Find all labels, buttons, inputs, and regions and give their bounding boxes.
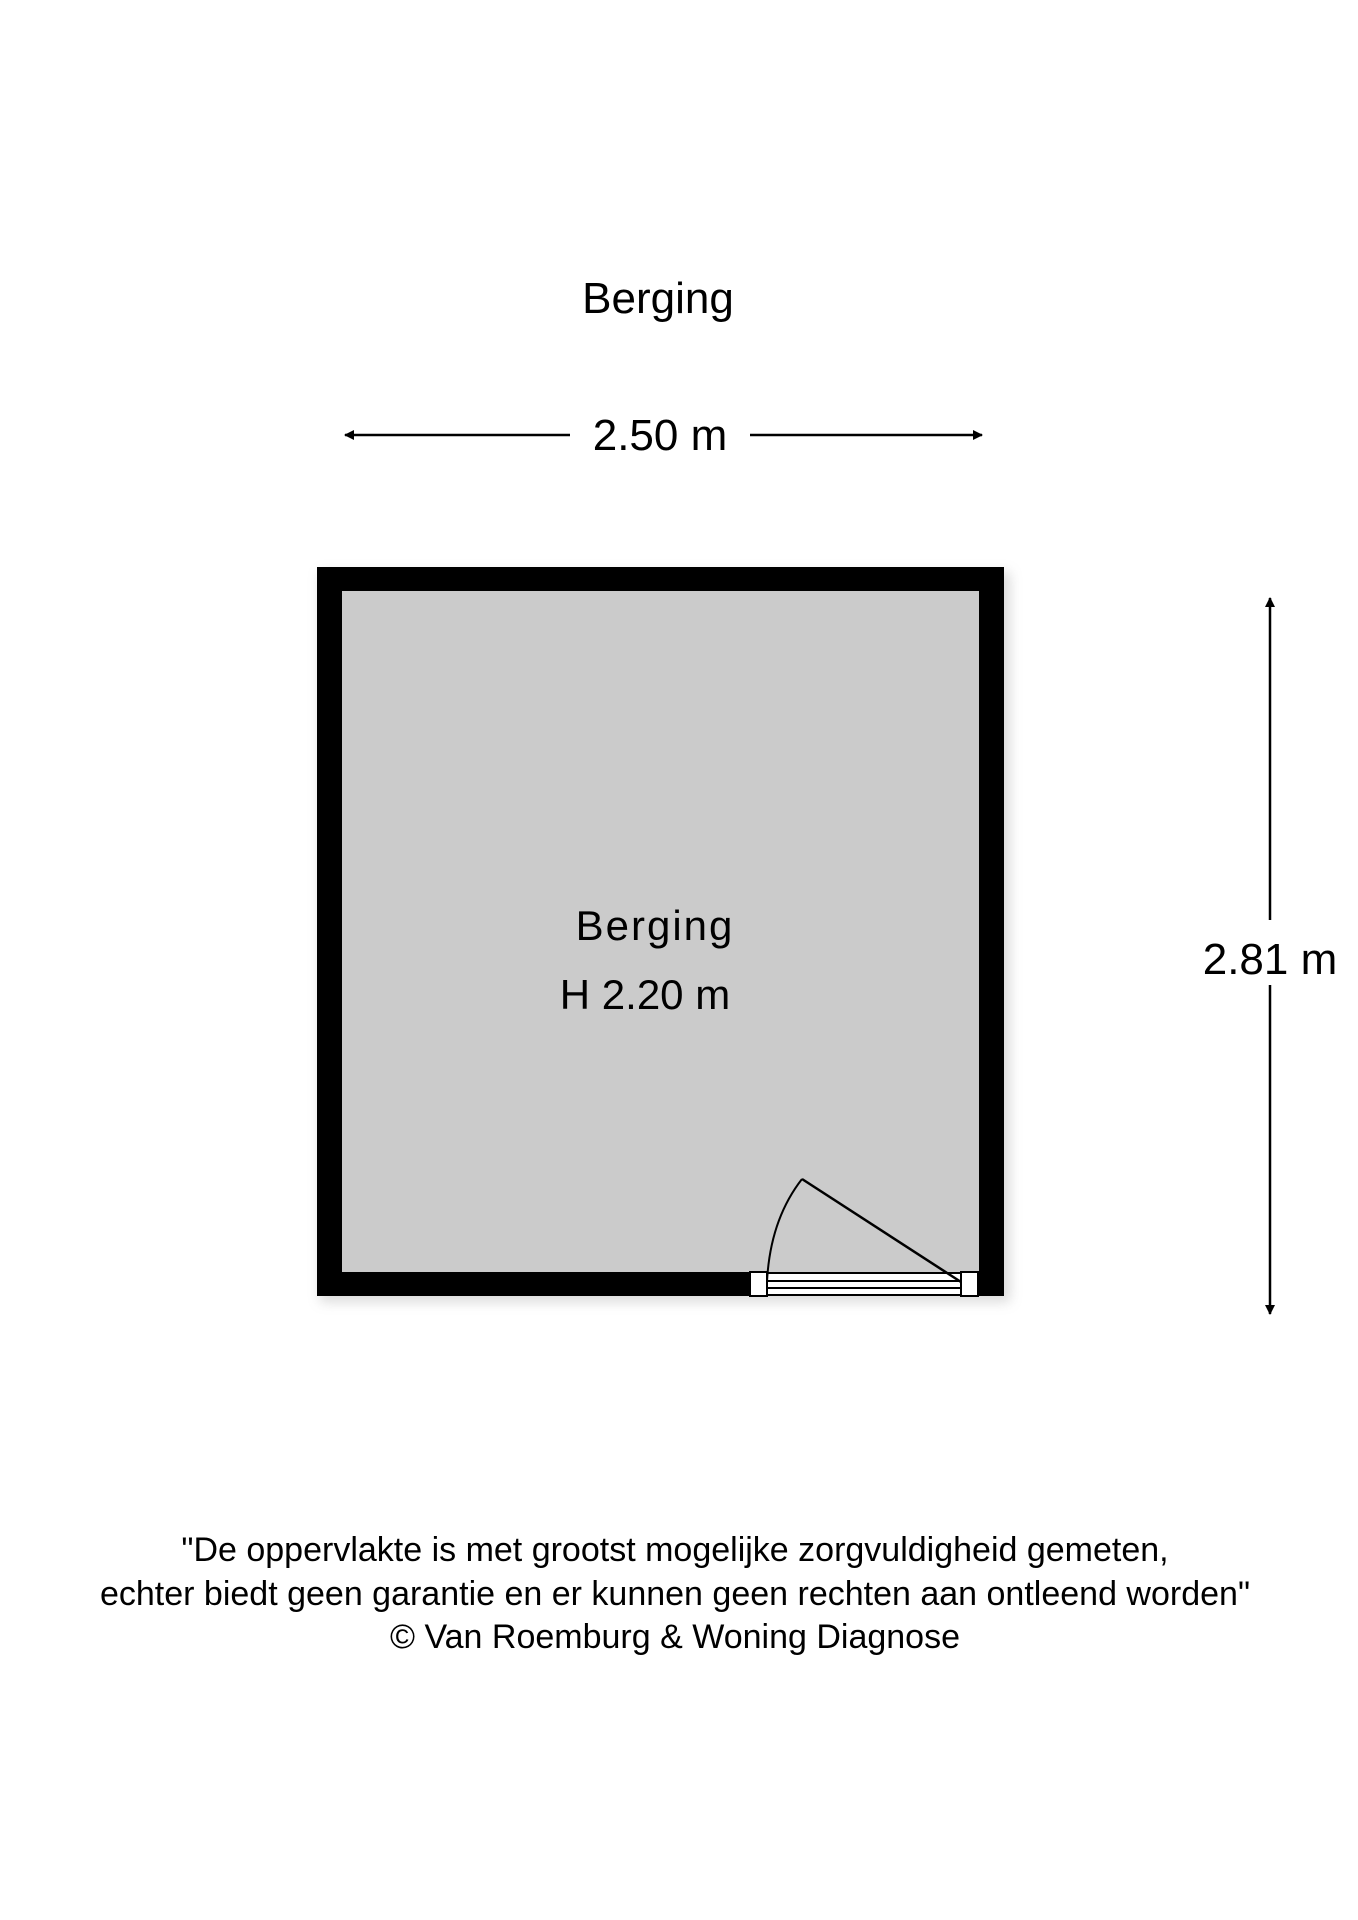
depth-dimension: 2.81 m	[1203, 597, 1338, 1315]
width-dimension: 2.50 m	[344, 411, 983, 460]
plan-title: Berging	[582, 274, 734, 323]
door[interactable]	[749, 1177, 979, 1297]
copyright: © Van Roemburg & Woning Diagnose	[390, 1618, 960, 1656]
room-height: H 2.20 m	[560, 971, 730, 1018]
disclaimer-line-1: "De oppervlakte is met grootst mogelijke…	[181, 1531, 1168, 1569]
room-berging: Berging H 2.20 m	[317, 567, 1010, 1302]
room-name: Berging	[576, 902, 735, 949]
disclaimer: "De oppervlakte is met grootst mogelijke…	[100, 1531, 1250, 1656]
width-label: 2.50 m	[593, 411, 728, 460]
door-opening	[749, 1272, 979, 1296]
floor	[342, 591, 979, 1272]
depth-label: 2.81 m	[1203, 935, 1338, 984]
disclaimer-line-2: echter biedt geen garantie en er kunnen …	[100, 1575, 1250, 1613]
